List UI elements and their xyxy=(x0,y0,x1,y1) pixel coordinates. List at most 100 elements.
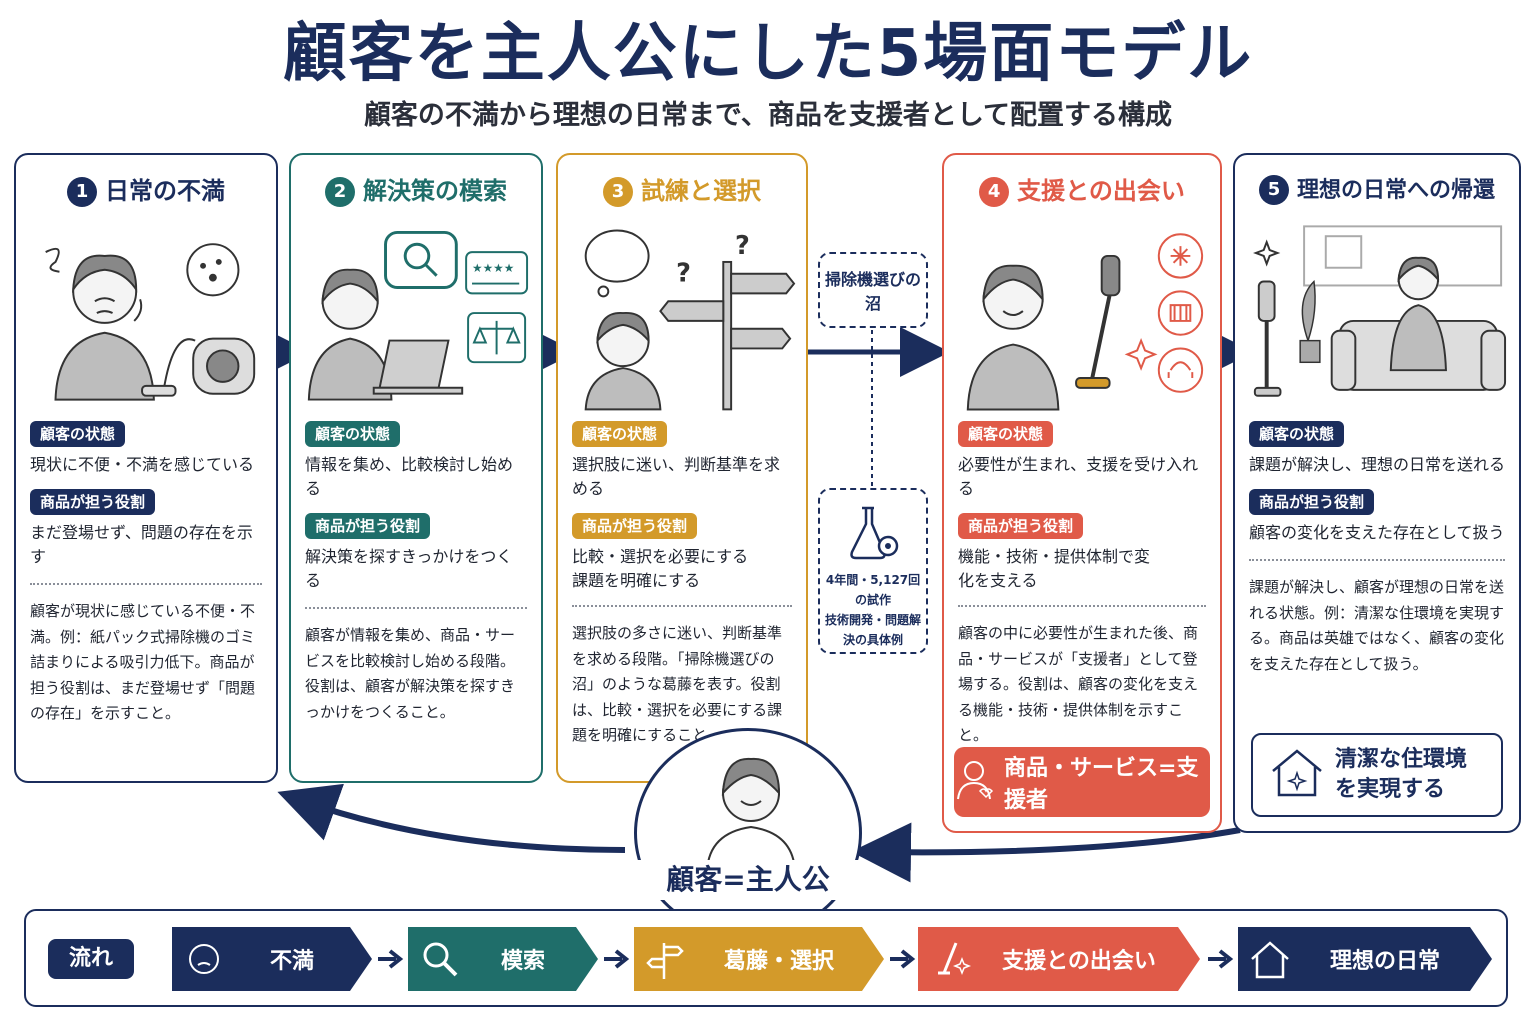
person-icon xyxy=(584,312,662,411)
loop-arrow-right xyxy=(851,822,1241,883)
clean-home-label: 清潔な住環境を実現する xyxy=(1335,747,1468,802)
sparkle-icon xyxy=(1124,337,1158,371)
flow-step-4: 支援との出会い xyxy=(918,927,1200,991)
flow-arrow xyxy=(604,949,630,969)
state-text: 選択肢に迷い、判断基準を求める xyxy=(572,455,781,498)
state-tag: 顧客の状態 xyxy=(305,421,401,447)
vacuum-cleaner-icon xyxy=(141,337,256,397)
feature-icons xyxy=(1157,233,1204,393)
person-icon xyxy=(54,254,155,401)
step-number: 5 xyxy=(1258,175,1289,205)
rnd-note: 4年間・5,127回の試作 技術開発・問題解決の具体例 xyxy=(818,488,928,654)
role-text: 機能・技術・提供体制で変化を支える xyxy=(958,547,1151,590)
role-tag: 商品が担う役割 xyxy=(305,513,431,539)
description: 顧客の中に必要性が生まれた後、商品・サービスが「支援者」として登場する。役割は、… xyxy=(958,624,1199,744)
plant-icon xyxy=(1299,279,1321,364)
person-icon xyxy=(307,268,393,401)
state-text: 課題が解決し、理想の日常を送れる xyxy=(1249,455,1506,474)
flow-step-3: 葛藤・選択 xyxy=(634,927,884,991)
svg-text:★★★★: ★★★★ xyxy=(472,261,514,275)
description: 課題が解決し、顧客が理想の日常を送れる状態。例：清潔な住環境を実現する。商品は英… xyxy=(1249,578,1505,673)
page-subtitle: 顧客の不満から理想の日常まで、商品を支援者として配置する構成 xyxy=(363,100,1173,131)
card-body: 顧客の状態 情報を集め、比較検討し始める 商品が担う役割 解決策を探すきっかけを… xyxy=(305,421,527,725)
signpost-icon xyxy=(659,260,796,411)
flow-bar: 流れ 不満 模索 葛藤・選択 支援との出会い 理想の日常 xyxy=(24,909,1508,1007)
supporter-badge: 商品・サービス=支援者 xyxy=(954,747,1210,817)
hero-label: 顧客=主人公 xyxy=(636,860,860,900)
step-number: 2 xyxy=(325,177,355,207)
divider xyxy=(30,583,262,585)
rnd-subtitle: 技術開発・問題解決の具体例 xyxy=(824,613,921,647)
stick-vacuum-icon xyxy=(918,927,982,991)
role-tag: 商品が担う役割 xyxy=(958,513,1084,539)
flow-arrow xyxy=(890,949,916,969)
loop-arrow-left xyxy=(277,783,626,853)
divider xyxy=(958,605,1206,607)
description: 顧客が情報を集め、商品・サービスを比較検討し始める段階。役割は、顧客が解決策を探… xyxy=(305,626,516,721)
sparkle-icon xyxy=(1253,239,1281,267)
supporter-label: 商品・サービス=支援者 xyxy=(1004,756,1199,813)
step-number: 3 xyxy=(603,177,633,207)
svg-text:?: ? xyxy=(735,231,750,261)
description: 顧客が現状に感じている不便・不満。例：紙パック式掃除機のゴミ詰まりによる吸引力低… xyxy=(30,602,256,722)
state-tag: 顧客の状態 xyxy=(1249,421,1345,447)
divider xyxy=(1249,559,1505,561)
flow-step-2: 模索 xyxy=(408,927,598,991)
flow-step-1: 不満 xyxy=(172,927,372,991)
swirl-icon xyxy=(45,247,60,273)
step-number: 1 xyxy=(67,177,97,207)
laptop-icon xyxy=(372,339,464,395)
meeting-support-illustration xyxy=(954,221,1210,411)
divider xyxy=(572,605,792,607)
role-text: 解決策を探すきっかけをつくる xyxy=(305,547,513,590)
state-tag: 顧客の状態 xyxy=(958,421,1054,447)
role-tag: 商品が担う役割 xyxy=(1249,489,1375,515)
divider xyxy=(305,607,527,609)
flow-label: 流れ xyxy=(48,939,134,979)
magnifier-icon xyxy=(384,230,458,289)
page-title: 顧客を主人公にした5場面モデル xyxy=(282,17,1254,91)
card-body: 顧客の状態 現状に不便・不満を感じている 商品が担う役割 まだ登場せず、問題の存… xyxy=(30,421,262,727)
stick-vacuum-icon xyxy=(1075,254,1121,389)
frustrated-face-icon xyxy=(172,927,236,991)
flow-arrow xyxy=(1208,949,1234,969)
signpost-icon xyxy=(634,927,698,991)
swamp-note: 掃除機選びの沼 xyxy=(818,252,928,328)
role-text: まだ登場せず、問題の存在を示す xyxy=(30,523,253,566)
loop-arrow-left-in xyxy=(300,800,620,852)
choosing-person-illustration: ?? xyxy=(568,221,796,411)
svg-text:?: ? xyxy=(676,259,691,289)
card-body: 顧客の状態 課題が解決し、理想の日常を送れる 商品が担う役割 顧客の変化を支えた… xyxy=(1249,421,1505,677)
customer-avatar xyxy=(705,757,797,872)
state-tag: 顧客の状態 xyxy=(30,421,126,447)
question-mark-icon: ?? xyxy=(676,231,750,289)
flow-step-5: 理想の日常 xyxy=(1238,927,1492,991)
stick-vacuum-icon xyxy=(1253,280,1282,397)
house-icon xyxy=(1238,927,1302,991)
speech-bubble-icon xyxy=(186,243,240,297)
scale-icon xyxy=(467,312,527,364)
card-body: 顧客の状態 必要性が生まれ、支援を受け入れる 商品が担う役割 機能・技術・提供体… xyxy=(958,421,1206,749)
supporter-person-icon xyxy=(954,757,994,807)
magnifier-icon xyxy=(408,927,472,991)
person-icon xyxy=(966,264,1060,411)
flask-gear-icon xyxy=(850,506,899,560)
description: 選択肢の多さに迷い、判断基準を求める段階。「掃除機選びの沼」のような葛藤を表す。… xyxy=(572,624,783,744)
thought-bubble-icon xyxy=(584,229,650,298)
card-body: 顧客の状態 選択肢に迷い、判断基準を求める 商品が担う役割 比較・選択を必要にす… xyxy=(572,421,792,749)
state-text: 現状に不便・不満を感じている xyxy=(30,455,255,474)
state-text: 情報を集め、比較検討し始める xyxy=(305,455,514,498)
state-tag: 顧客の状態 xyxy=(572,421,668,447)
role-text: 顧客の変化を支えた存在として扱う xyxy=(1249,523,1505,542)
rating-icon: ★★★★ xyxy=(465,251,529,295)
clean-home-badge: 清潔な住環境を実現する xyxy=(1251,733,1503,817)
